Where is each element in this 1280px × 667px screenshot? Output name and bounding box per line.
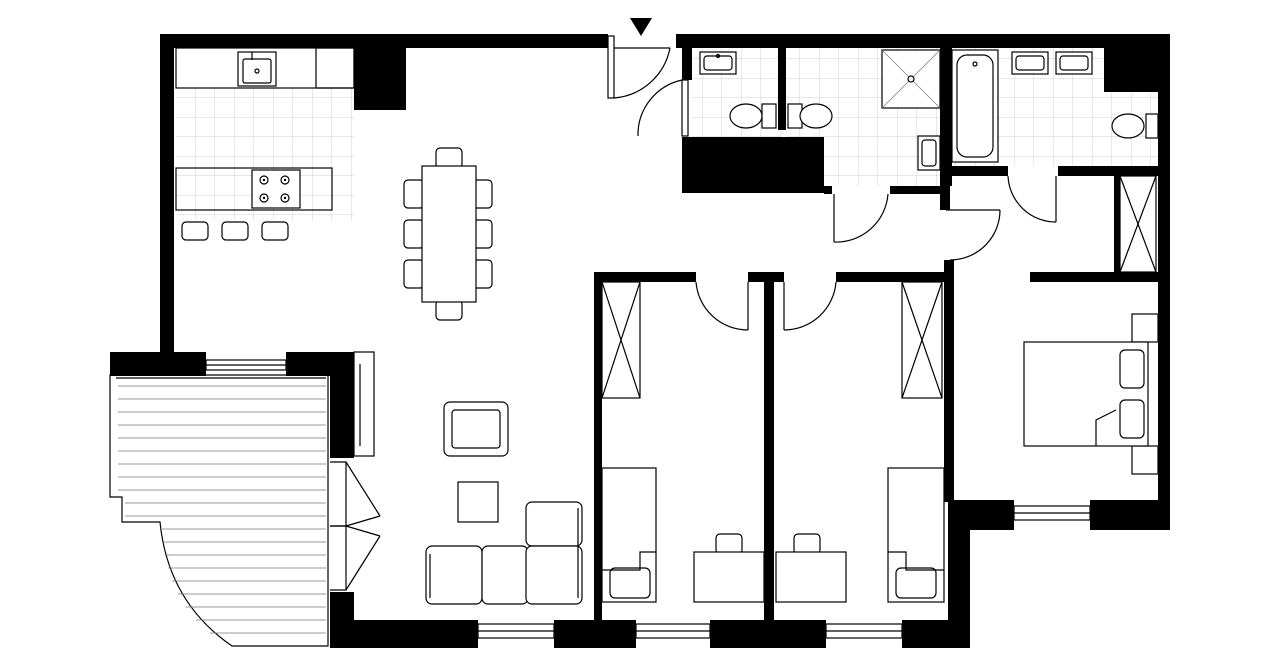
washbasin-icon: [917, 135, 941, 171]
washbasin-icon: [1011, 51, 1093, 75]
kitchen: [175, 47, 355, 241]
coffee-table: [457, 481, 499, 523]
windows: [205, 351, 1091, 639]
main-bathroom: [951, 49, 1159, 163]
cooktop-icon: [251, 169, 301, 209]
toilet-icon: [729, 103, 777, 129]
bedroom-2: [775, 281, 945, 603]
nightstand-icon: [1131, 313, 1159, 475]
bed-icon: [601, 467, 657, 603]
living-room-furniture: [425, 401, 583, 605]
bed-icon: [887, 467, 945, 603]
wc-room: [699, 51, 777, 129]
toilet-icon: [787, 103, 833, 129]
desk-icon: [775, 533, 847, 603]
doors: [330, 79, 1057, 591]
closet: [1119, 175, 1157, 273]
desk-icon: [693, 533, 765, 603]
entrance-marker-icon: [630, 18, 652, 36]
bar-stools: [181, 221, 289, 241]
wardrobe-icon: [601, 281, 641, 399]
double-bed-icon: [1023, 341, 1149, 447]
dining-table: [403, 147, 493, 321]
entrance-door: [607, 18, 671, 99]
wardrobe-icon: [901, 281, 943, 399]
master-bedroom: [1023, 313, 1159, 475]
shower-tray-icon: [881, 49, 941, 109]
sofa-icon: [425, 501, 583, 605]
toilet-icon: [1111, 113, 1159, 139]
armchair-icon: [443, 401, 509, 457]
balcony: [109, 374, 329, 647]
walls: [110, 34, 1170, 648]
bathtub-icon: [951, 49, 999, 163]
shower-room: [787, 49, 941, 171]
washbasin-icon: [699, 51, 737, 75]
bedroom-1: [601, 281, 765, 603]
sink-icon: [237, 51, 277, 87]
